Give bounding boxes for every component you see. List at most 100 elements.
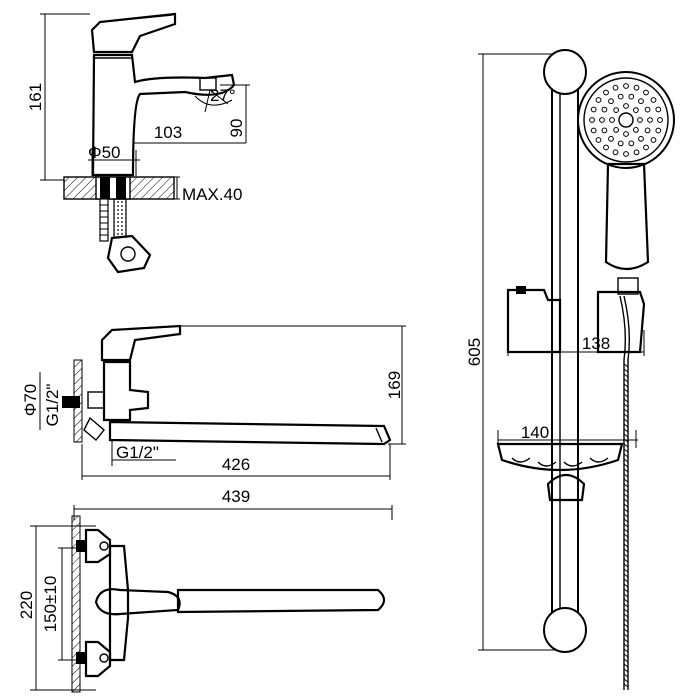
hose-coil (623, 578, 629, 583)
hose-coil (623, 558, 629, 563)
nozzle-hole (633, 149, 640, 156)
soap-dish (496, 442, 624, 472)
nozzle-hole (612, 84, 619, 91)
hose-coil (623, 568, 629, 573)
shower-rail (551, 59, 579, 649)
nozzle-hole (657, 117, 663, 123)
dim-shower-soap-dish-depth: 140 (521, 423, 549, 442)
hose-coil (623, 518, 629, 523)
hose-coil (623, 398, 629, 403)
nozzle-hole (617, 140, 624, 147)
shower-hose (619, 295, 631, 690)
hose-coil (623, 548, 629, 553)
hose-coil (623, 658, 629, 663)
hose-coil (623, 613, 629, 618)
nozzle-hole (590, 106, 597, 113)
nozzle-hole (609, 117, 615, 123)
hose-coil (623, 573, 629, 578)
dim-mixer-height: 169 (385, 371, 404, 399)
nozzle-hole (638, 135, 644, 142)
dim-mixer-inlet-thread: G1/2" (43, 384, 62, 427)
hose-coil (623, 593, 629, 598)
dim-mixer-reach: 426 (222, 455, 250, 474)
mixer-handle (100, 324, 182, 362)
nozzle-hole (601, 127, 608, 134)
hose-coil (623, 623, 629, 628)
dim-mixer-escutcheon: Φ70 (21, 384, 40, 416)
hose-coil (623, 533, 629, 538)
hose-coil (623, 403, 629, 408)
hose-coil (623, 478, 629, 483)
dim-shower-holder-depth: 138 (582, 334, 610, 353)
hose-coil (623, 643, 629, 648)
hose-coil (623, 383, 629, 388)
nozzle-hole (623, 103, 629, 109)
nozzle-hole (612, 149, 619, 156)
nozzle-hole (623, 131, 629, 137)
hose-coil (623, 588, 629, 593)
dim-faucet-reach: 103 (154, 123, 182, 142)
wall-mixer-top-drawing: 439 220 150±10 (17, 487, 393, 693)
hose-coil (623, 678, 629, 683)
mixer-top-handle (94, 588, 181, 616)
nozzle-hole (623, 83, 629, 89)
nozzle-hole (589, 117, 595, 123)
hose-coil (623, 608, 629, 613)
dim-mixer-center-distance: 150±10 (41, 576, 60, 633)
dim-faucet-height: 161 (26, 83, 45, 111)
nozzle-hole (608, 135, 614, 142)
nozzle-hole (623, 151, 629, 157)
nozzle-hole (590, 127, 597, 134)
nozzle-hole (643, 89, 649, 96)
nozzle-hole (647, 117, 653, 123)
hose-coil (623, 683, 629, 688)
nozzle-hole (613, 107, 619, 113)
mixer-spout (108, 420, 392, 446)
dim-faucet-max-counter: MAX.40 (182, 185, 242, 204)
dim-faucet-swing-angle: 27° (210, 86, 236, 105)
dim-mixer-overall-length: 439 (222, 487, 250, 506)
hose-coil (623, 428, 629, 433)
nozzle-hole (643, 144, 649, 151)
hose-coil (623, 468, 629, 473)
hose-coil (623, 503, 629, 508)
hose-coil (623, 393, 629, 398)
dim-faucet-base-diameter: Φ50 (88, 143, 120, 162)
hose-coil (623, 523, 629, 528)
nozzle-hole (644, 127, 651, 134)
hose-coil (623, 408, 629, 413)
nozzle-hole (601, 106, 608, 113)
hose-coil (623, 603, 629, 608)
hose-coil (623, 458, 629, 463)
hose-coil (623, 473, 629, 478)
hose-coil (623, 388, 629, 393)
dim-mixer-top-height: 220 (17, 591, 36, 619)
nozzle-hole (633, 126, 639, 133)
dim-faucet-spout-height: 90 (227, 119, 246, 138)
hose-coil (623, 378, 629, 383)
hose-coil (623, 448, 629, 453)
hose-coil (623, 443, 629, 448)
nozzle-hole (637, 117, 643, 123)
hose-coil (623, 463, 629, 468)
shower-head-icon (577, 71, 675, 295)
hose-coil (623, 498, 629, 503)
nozzle-hole (608, 98, 614, 105)
hose-coil (623, 528, 629, 533)
hose-coil (623, 513, 629, 518)
nozzle-hole (650, 137, 657, 143)
hose-coil (623, 563, 629, 568)
hose-coil (623, 628, 629, 633)
basin-faucet-drawing: 161 103 90 27° Φ50 MAX.40 (26, 12, 250, 274)
hose-coil (623, 633, 629, 638)
hose-coil (623, 583, 629, 588)
hose-coil (623, 663, 629, 668)
hose-coil (623, 668, 629, 673)
hose-coil (623, 433, 629, 438)
nozzle-hole (633, 84, 640, 91)
hose-coil (623, 673, 629, 678)
hose-coil (623, 483, 629, 488)
hose-coil (623, 618, 629, 623)
hose-coil (623, 508, 629, 513)
nozzle-hole (628, 140, 635, 147)
